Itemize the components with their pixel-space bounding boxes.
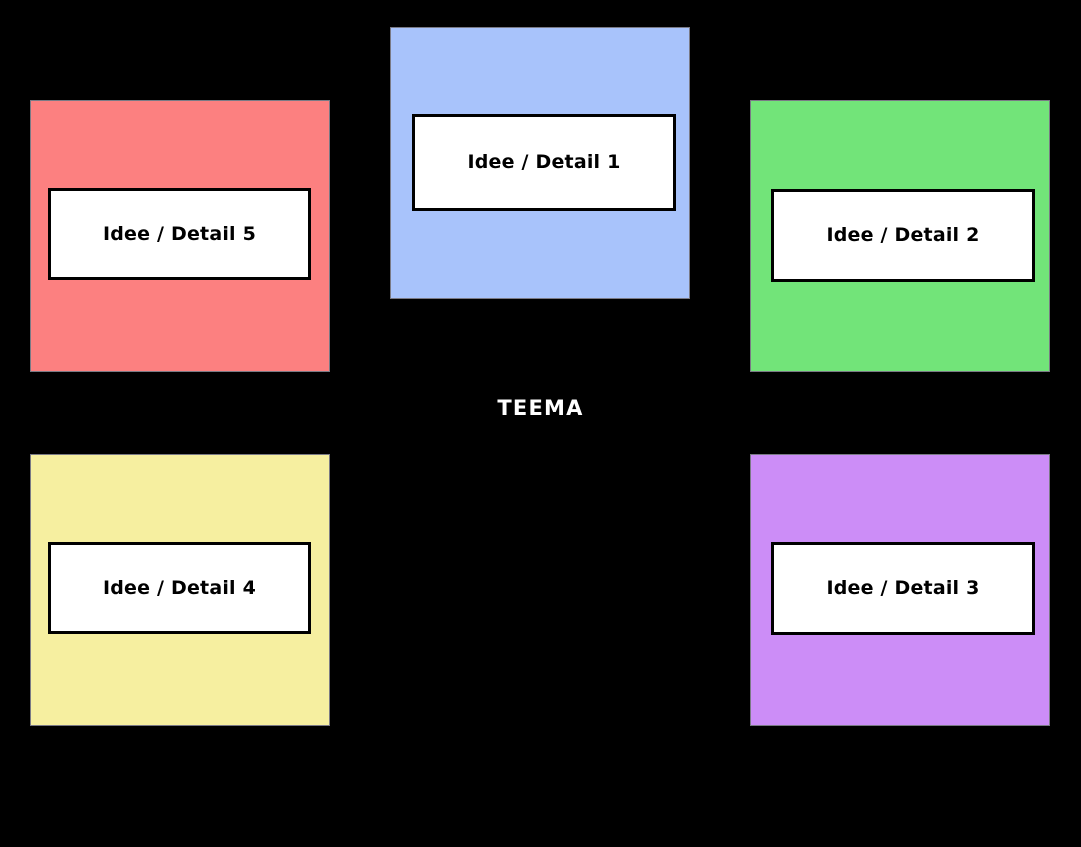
center-theme-label: TEEMA (497, 396, 584, 420)
petal-label-text-2: Idee / Detail 2 (826, 224, 980, 247)
petal-label-text-3: Idee / Detail 3 (826, 577, 980, 600)
petal-label-box-1[interactable]: Idee / Detail 1 (412, 114, 676, 211)
petal-label-box-2[interactable]: Idee / Detail 2 (771, 189, 1035, 282)
petal-label-text-1: Idee / Detail 1 (467, 151, 621, 174)
petal-label-box-3[interactable]: Idee / Detail 3 (771, 542, 1035, 635)
petal-label-text-4: Idee / Detail 4 (102, 576, 257, 599)
petal-label-box-4[interactable]: Idee / Detail 4 (48, 542, 311, 634)
petal-label-box-5[interactable]: Idee / Detail 5 (48, 188, 311, 280)
petal-label-text-5: Idee / Detail 5 (102, 222, 257, 245)
